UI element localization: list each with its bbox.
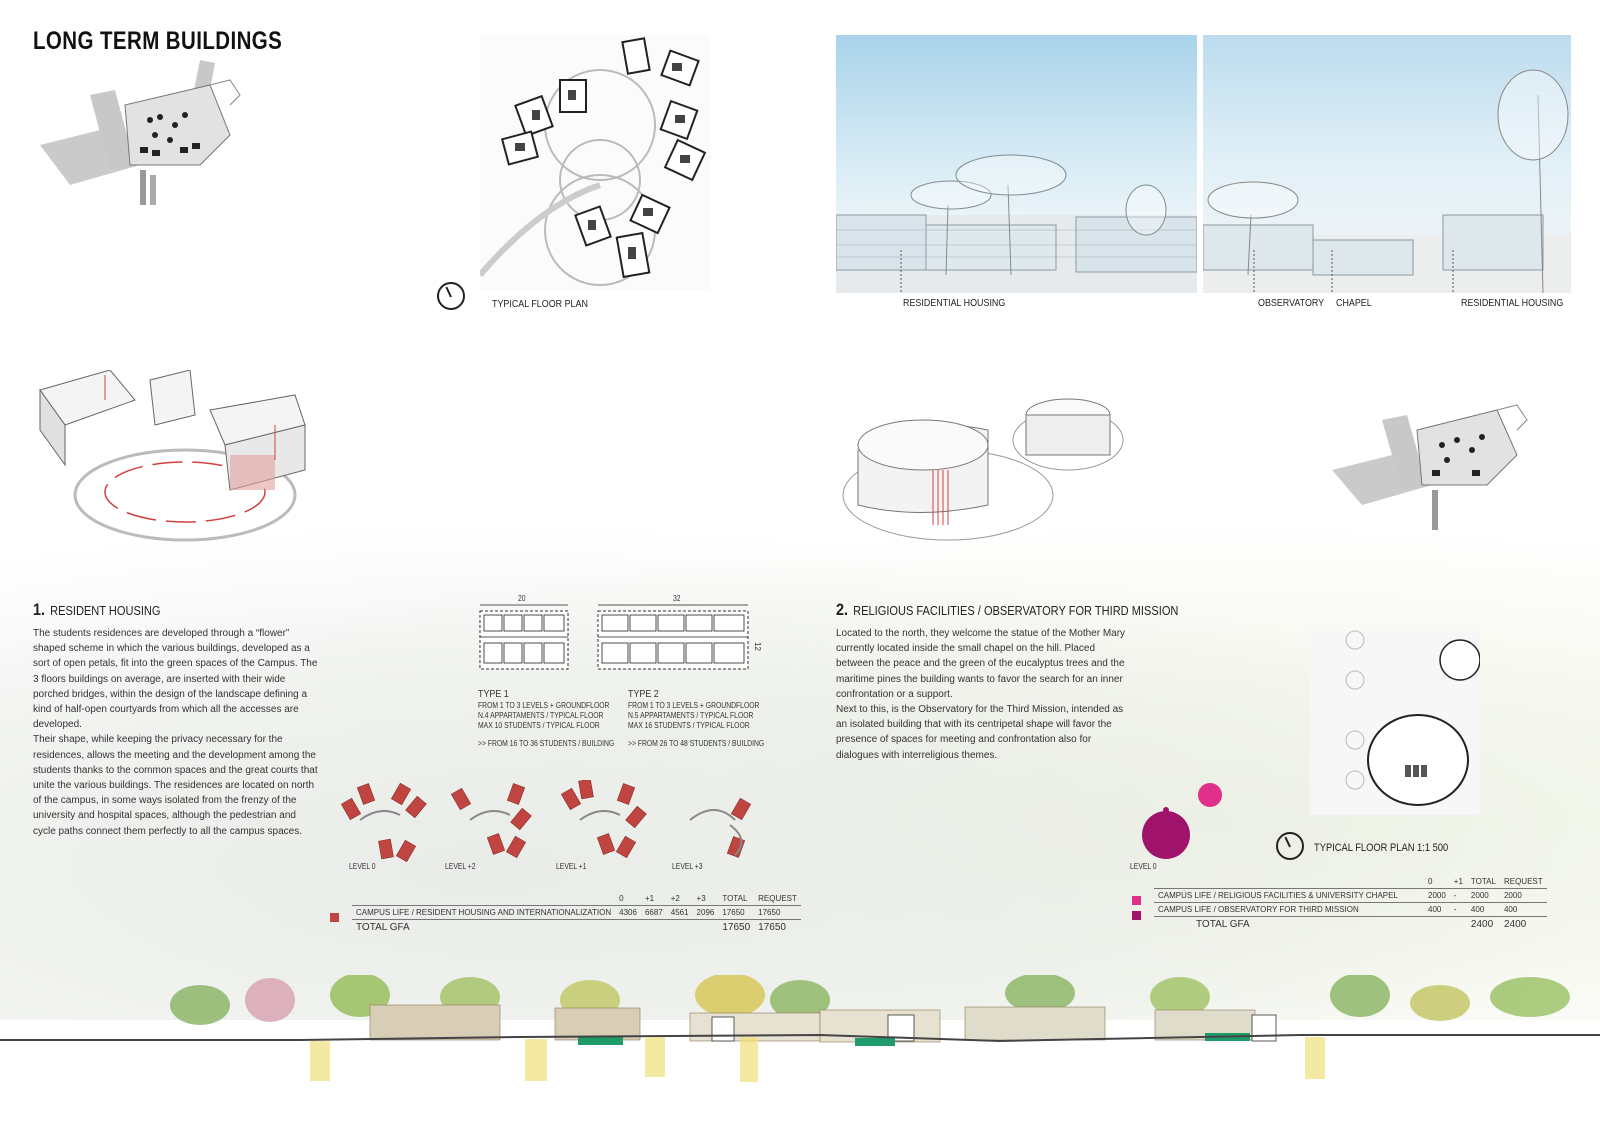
table-cell: 2096 xyxy=(696,908,715,917)
table-cell: 6687 xyxy=(644,908,663,917)
site-plan-diagram-right xyxy=(1332,404,1528,530)
table-cell: - xyxy=(1453,891,1457,900)
type2-line1: FROM 1 TO 3 LEVELS + GROUNDFLOOR xyxy=(628,701,760,710)
table-cell: CAMPUS LIFE / RESIDENT HOUSING AND INTER… xyxy=(356,908,612,917)
type1-line1: FROM 1 TO 3 LEVELS + GROUNDFLOOR xyxy=(478,701,610,710)
type2-side-dimension: 12 xyxy=(753,642,762,651)
table-cell: 17650 xyxy=(758,908,781,917)
chapel-level-diagram xyxy=(1142,783,1222,859)
type1-line2: N.4 APPARTAMENTS / TYPICAL FLOOR xyxy=(478,711,604,720)
table-header: 0 xyxy=(619,894,624,903)
table-cell: CAMPUS LIFE / OBSERVATORY FOR THIRD MISS… xyxy=(1158,905,1359,914)
observatory-color-swatch xyxy=(1132,911,1141,920)
type2-name: TYPE 2 xyxy=(628,688,659,700)
render2-observatory-caption: OBSERVATORY xyxy=(1258,297,1325,309)
typical-floor-plan-caption: TYPICAL FLOOR PLAN xyxy=(492,298,588,310)
axonometric-chapel-observatory xyxy=(842,398,1124,541)
table-header: +3 xyxy=(696,894,706,903)
table-header: REQUEST xyxy=(758,894,797,903)
table-header: REQUEST xyxy=(1503,877,1543,886)
table-total-row: TOTAL GFA 2400 2400 xyxy=(1154,917,1547,933)
section1-heading: 1. RESIDENT HOUSING xyxy=(33,600,160,620)
table-total-label: TOTAL GFA xyxy=(1196,919,1250,930)
table-header: +1 xyxy=(644,894,655,903)
type1-plan xyxy=(479,604,569,670)
type1-line3: MAX 10 STUDENTS / TYPICAL FLOOR xyxy=(478,721,600,730)
table-cell: 400 xyxy=(1470,905,1485,914)
table-cell: - xyxy=(1453,905,1457,914)
table-cell: 2000 xyxy=(1503,891,1522,900)
table-cell: 400 xyxy=(1503,905,1518,914)
table-cell: 4306 xyxy=(619,908,637,917)
level-label-plus3: LEVEL +3 xyxy=(672,862,703,871)
render-residential-housing xyxy=(836,35,1197,293)
table-header: +2 xyxy=(670,894,680,903)
section2-title: RELIGIOUS FACILITIES / OBSERVATORY FOR T… xyxy=(853,603,1179,618)
type2-plan xyxy=(597,604,749,670)
chapel-site-plan xyxy=(1310,630,1480,815)
table-header-row: 0 +1 +2 +3 TOTAL REQUEST xyxy=(352,892,801,906)
north-arrow-icon xyxy=(1276,832,1304,860)
table-header: +1 xyxy=(1453,877,1463,886)
type1-line4: >> FROM 16 TO 36 STUDENTS / BUILDING xyxy=(478,739,615,748)
table-cell: 400 xyxy=(1428,905,1442,914)
typical-floor-plan-2-caption: TYPICAL FLOOR PLAN 1:1 500 xyxy=(1314,842,1449,854)
type1-dimension: 20 xyxy=(518,594,526,603)
table-cell: 2000 xyxy=(1470,891,1489,900)
level-diagrams xyxy=(340,780,752,863)
table-header-row: 0 +1 TOTAL REQUEST xyxy=(1154,875,1547,889)
page-title: LONG TERM BUILDINGS xyxy=(33,27,283,55)
table-total-value: 2400 xyxy=(1470,919,1494,930)
table-cell: 17650 xyxy=(722,908,745,917)
table-header: TOTAL xyxy=(722,894,748,903)
flower-floor-plan xyxy=(480,35,710,290)
section2-body: Located to the north, they welcome the s… xyxy=(836,628,1126,761)
table-row: CAMPUS LIFE / RESIDENT HOUSING AND INTER… xyxy=(352,905,801,920)
table-total-value: 17650 xyxy=(758,922,786,933)
section2-heading: 2. RELIGIOUS FACILITIES / OBSERVATORY FOR… xyxy=(836,600,1178,620)
type2-line3: MAX 16 STUDENTS / TYPICAL FLOOR xyxy=(628,721,750,730)
type1-info: TYPE 1 FROM 1 TO 3 LEVELS + GROUNDFLOOR … xyxy=(478,688,638,749)
table-row: CAMPUS LIFE / RELIGIOUS FACILITIES & UNI… xyxy=(1154,888,1547,903)
type2-line4: >> FROM 26 TO 48 STUDENTS / BUILDING xyxy=(628,739,765,748)
render-observatory-chapel xyxy=(1203,35,1571,293)
landscape-section xyxy=(0,975,1600,1082)
render2-chapel-caption: CHAPEL xyxy=(1336,297,1372,309)
section1-number: 1. xyxy=(33,600,46,619)
north-arrow-icon xyxy=(437,282,465,310)
table-total-row: TOTAL GFA 17650 17650 xyxy=(352,920,801,936)
render2-residential-caption: RESIDENTIAL HOUSING xyxy=(1461,297,1564,309)
table-total-value: 17650 xyxy=(722,922,751,933)
table-cell: CAMPUS LIFE / RELIGIOUS FACILITIES & UNI… xyxy=(1158,891,1398,900)
table-header: TOTAL xyxy=(1470,877,1496,886)
level-label-plus2: LEVEL +2 xyxy=(445,862,476,871)
level-label-chapel: LEVEL 0 xyxy=(1130,862,1157,871)
section1-title: RESIDENT HOUSING xyxy=(50,603,161,618)
section2-number: 2. xyxy=(836,600,849,619)
render1-residential-caption: RESIDENTIAL HOUSING xyxy=(903,297,1006,309)
level-label-plus1: LEVEL +1 xyxy=(556,862,587,871)
type2-line2: N.5 APPARTAMENTS / TYPICAL FLOOR xyxy=(628,711,754,720)
table-row: CAMPUS LIFE / OBSERVATORY FOR THIRD MISS… xyxy=(1154,903,1547,917)
axonometric-residences xyxy=(39,370,306,542)
chapel-color-swatch xyxy=(1132,896,1141,905)
type1-name: TYPE 1 xyxy=(478,688,509,700)
level-label-0: LEVEL 0 xyxy=(349,862,376,871)
gfa-table-housing: 0 +1 +2 +3 TOTAL REQUEST CAMPUS LIFE / R… xyxy=(352,892,801,935)
site-plan-diagram-top xyxy=(40,60,241,205)
table-header: 0 xyxy=(1428,877,1433,886)
gfa-table-religious: 0 +1 TOTAL REQUEST CAMPUS LIFE / RELIGIO… xyxy=(1154,875,1547,932)
table-total-value: 2400 xyxy=(1503,919,1527,930)
table-total-label: TOTAL GFA xyxy=(356,922,410,933)
section1-body: The students residences are developed th… xyxy=(33,628,318,837)
table-cell: 4561 xyxy=(670,908,689,917)
housing-color-swatch xyxy=(330,913,339,922)
type2-dimension: 32 xyxy=(673,594,681,603)
type2-info: TYPE 2 FROM 1 TO 3 LEVELS + GROUNDFLOOR … xyxy=(628,688,788,749)
table-cell: 2000 xyxy=(1428,891,1446,900)
